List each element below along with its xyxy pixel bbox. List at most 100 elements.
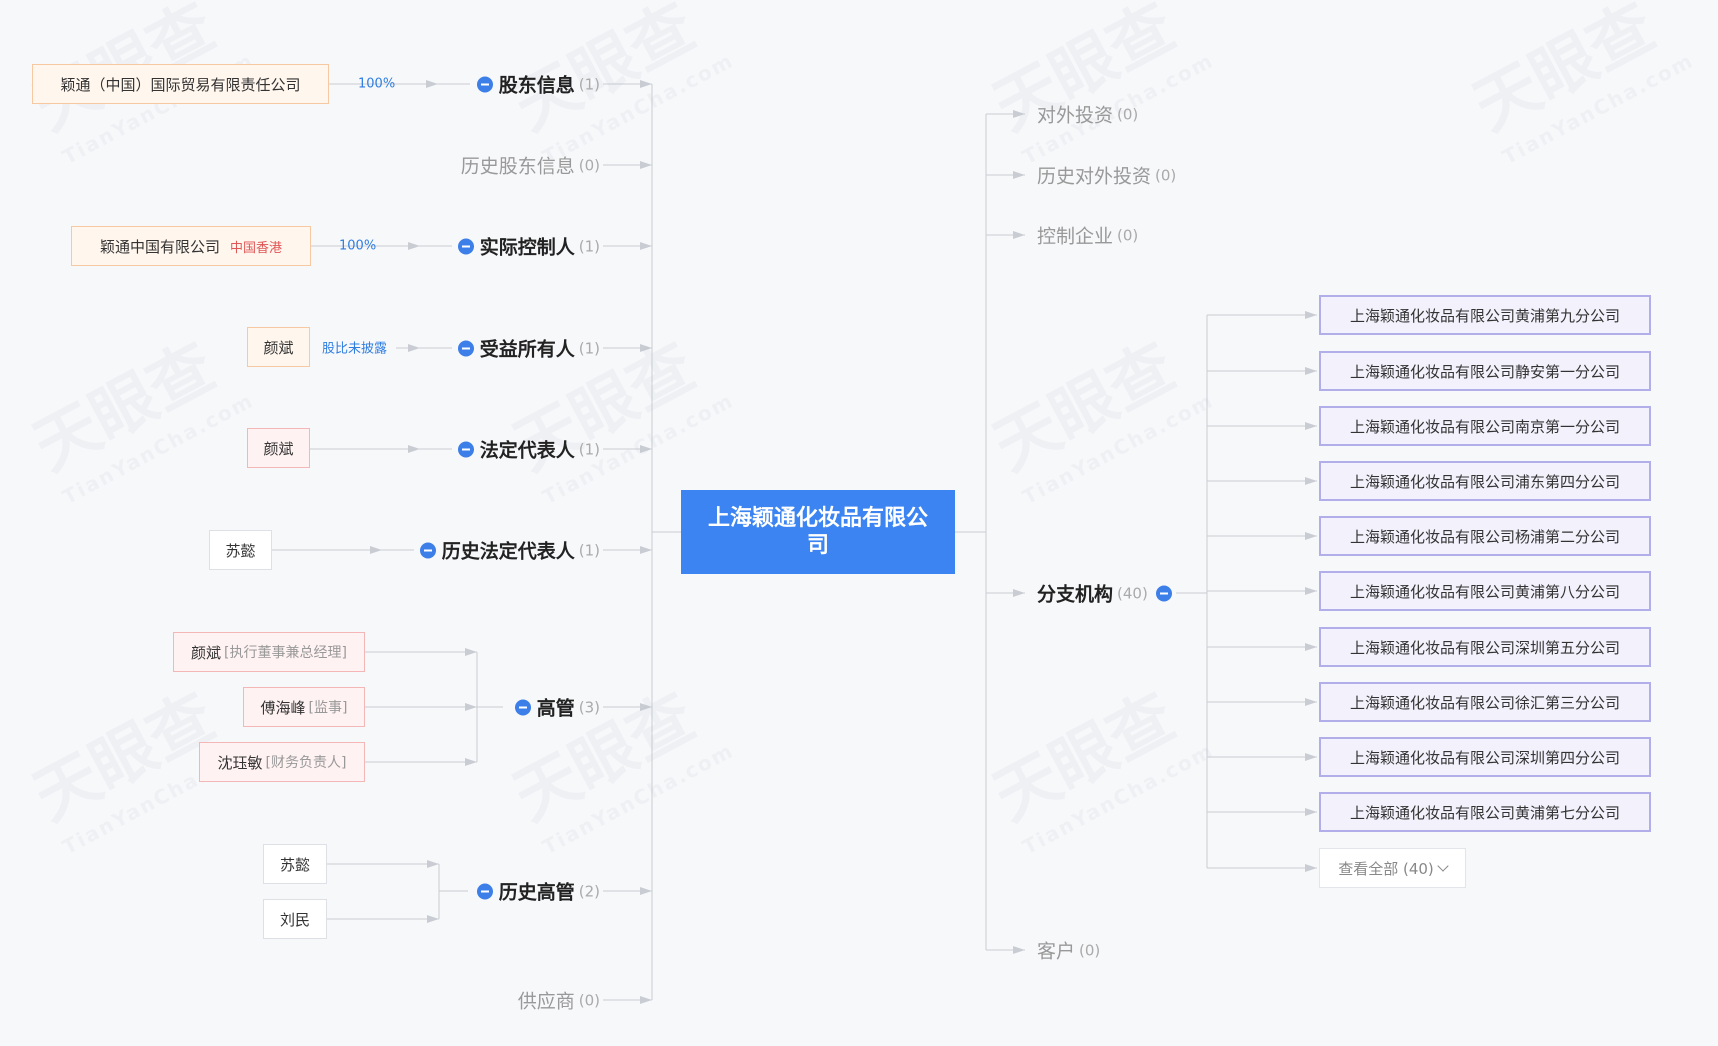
category-history-investments[interactable]: 历史对外投资 (0) bbox=[1037, 165, 1177, 188]
arrow-icon bbox=[426, 80, 438, 88]
arrow-icon bbox=[1305, 587, 1317, 595]
category-legal-rep[interactable]: 法定代表人 (1) bbox=[457, 436, 600, 463]
history-executive-node[interactable]: 刘民 bbox=[263, 899, 327, 939]
legal-rep-node[interactable]: 颜斌 bbox=[247, 428, 310, 468]
arrow-icon bbox=[640, 546, 652, 554]
collapse-icon[interactable] bbox=[514, 699, 531, 715]
collapse-icon[interactable] bbox=[457, 238, 474, 254]
branch-node[interactable]: 上海颖通化妆品有限公司深圳第四分公司 bbox=[1319, 737, 1651, 777]
executive-node[interactable]: 沈珏敏 [财务负责人] bbox=[199, 742, 365, 782]
branch-node[interactable]: 上海颖通化妆品有限公司深圳第五分公司 bbox=[1319, 627, 1651, 667]
collapse-icon[interactable] bbox=[476, 883, 493, 899]
view-all-branches-button[interactable]: 查看全部 (40) bbox=[1319, 848, 1466, 888]
executive-node[interactable]: 颜斌 [执行董事兼总经理] bbox=[173, 632, 365, 672]
controller-name: 颖通中国有限公司 bbox=[99, 237, 220, 256]
category-investments[interactable]: 对外投资 (0) bbox=[1037, 104, 1139, 127]
arrow-icon bbox=[1305, 477, 1317, 485]
category-beneficiary[interactable]: 受益所有人 (1) bbox=[457, 335, 600, 362]
executive-name: 傅海峰 bbox=[260, 698, 306, 717]
executive-role: [执行董事兼总经理] bbox=[224, 645, 347, 661]
arrow-icon bbox=[1305, 753, 1317, 761]
branch-node[interactable]: 上海颖通化妆品有限公司徐汇第三分公司 bbox=[1319, 682, 1651, 722]
executive-name: 颜斌 bbox=[191, 643, 222, 662]
branch-node[interactable]: 上海颖通化妆品有限公司静安第一分公司 bbox=[1319, 351, 1651, 391]
arrow-icon bbox=[640, 445, 652, 453]
arrow-icon bbox=[408, 445, 420, 453]
history-legal-rep-name: 苏懿 bbox=[225, 541, 256, 560]
arrow-icon bbox=[640, 344, 652, 352]
arrow-icon bbox=[1305, 532, 1317, 540]
category-history-executives[interactable]: 历史高管 (2) bbox=[476, 878, 600, 905]
category-controlled-companies[interactable]: 控制企业 (0) bbox=[1037, 225, 1139, 248]
arrow-icon bbox=[465, 648, 477, 656]
arrow-icon bbox=[640, 887, 652, 895]
arrow-icon bbox=[1013, 231, 1025, 239]
category-suppliers[interactable]: 供应商 (0) bbox=[517, 990, 600, 1013]
controller-ratio: 100% bbox=[339, 238, 377, 254]
collapse-icon[interactable] bbox=[457, 441, 474, 457]
history-executive-name: 刘民 bbox=[279, 910, 310, 929]
arrow-icon bbox=[465, 703, 477, 711]
arrow-icon bbox=[1305, 422, 1317, 430]
category-executives[interactable]: 高管 (3) bbox=[514, 694, 600, 721]
arrow-icon bbox=[427, 860, 439, 868]
shareholder-name: 颖通（中国）国际贸易有限责任公司 bbox=[60, 75, 301, 94]
branch-node[interactable]: 上海颖通化妆品有限公司黄浦第七分公司 bbox=[1319, 792, 1651, 832]
arrow-icon bbox=[1013, 171, 1025, 179]
region-tag: 中国香港 bbox=[230, 240, 283, 256]
arrow-icon bbox=[465, 758, 477, 766]
arrow-icon bbox=[640, 242, 652, 250]
executive-role: [财务负责人] bbox=[265, 755, 347, 771]
category-shareholders[interactable]: 股东信息 (1) bbox=[476, 71, 600, 98]
category-branches[interactable]: 分支机构 (40) bbox=[1037, 580, 1172, 607]
beneficiary-name: 颜斌 bbox=[263, 338, 294, 357]
arrow-icon bbox=[427, 915, 439, 923]
arrow-icon bbox=[370, 546, 382, 554]
branch-node[interactable]: 上海颖通化妆品有限公司黄浦第九分公司 bbox=[1319, 295, 1651, 335]
history-executive-name: 苏懿 bbox=[279, 855, 310, 874]
center-company-node[interactable]: 上海颖通化妆品有限公司 bbox=[681, 490, 955, 574]
arrow-icon bbox=[640, 996, 652, 1004]
arrow-icon bbox=[1305, 864, 1317, 872]
branch-node[interactable]: 上海颖通化妆品有限公司浦东第四分公司 bbox=[1319, 461, 1651, 501]
executive-node[interactable]: 傅海峰 [监事] bbox=[243, 687, 365, 727]
shareholder-node[interactable]: 颖通（中国）国际贸易有限责任公司 bbox=[32, 64, 329, 104]
collapse-icon[interactable] bbox=[419, 542, 436, 558]
category-customers[interactable]: 客户 (0) bbox=[1037, 940, 1101, 963]
beneficiary-ratio: 股比未披露 bbox=[322, 341, 388, 357]
controller-node[interactable]: 颖通中国有限公司 中国香港 bbox=[71, 226, 311, 266]
arrow-icon bbox=[640, 80, 652, 88]
arrow-icon bbox=[408, 344, 420, 352]
arrow-icon bbox=[408, 242, 420, 250]
executive-role: [监事] bbox=[308, 700, 348, 716]
arrow-icon bbox=[1305, 367, 1317, 375]
arrow-icon bbox=[1305, 698, 1317, 706]
arrow-icon bbox=[1013, 589, 1025, 597]
arrow-icon bbox=[1013, 946, 1025, 954]
category-controller[interactable]: 实际控制人 (1) bbox=[457, 233, 600, 260]
collapse-icon[interactable] bbox=[457, 340, 474, 356]
center-company-name: 上海颖通化妆品有限公司 bbox=[707, 506, 928, 558]
collapse-icon[interactable] bbox=[476, 76, 493, 92]
arrow-icon bbox=[640, 161, 652, 169]
category-history-legal-rep[interactable]: 历史法定代表人 (1) bbox=[419, 537, 600, 564]
branch-node[interactable]: 上海颖通化妆品有限公司南京第一分公司 bbox=[1319, 406, 1651, 446]
history-legal-rep-node[interactable]: 苏懿 bbox=[209, 530, 272, 570]
category-history-shareholders[interactable]: 历史股东信息 (0) bbox=[460, 155, 600, 178]
chevron-down-icon bbox=[1437, 859, 1449, 872]
shareholder-ratio: 100% bbox=[358, 76, 396, 92]
executive-name: 沈珏敏 bbox=[217, 753, 263, 772]
beneficiary-node[interactable]: 颜斌 bbox=[247, 327, 310, 367]
arrow-icon bbox=[640, 703, 652, 711]
collapse-icon[interactable] bbox=[1155, 585, 1172, 601]
history-executive-node[interactable]: 苏懿 bbox=[263, 844, 327, 884]
arrow-icon bbox=[1305, 808, 1317, 816]
arrow-icon bbox=[1305, 311, 1317, 319]
branch-node[interactable]: 上海颖通化妆品有限公司黄浦第八分公司 bbox=[1319, 571, 1651, 611]
legal-rep-name: 颜斌 bbox=[263, 439, 294, 458]
arrow-icon bbox=[1305, 643, 1317, 651]
arrow-icon bbox=[1013, 110, 1025, 118]
branch-node[interactable]: 上海颖通化妆品有限公司杨浦第二分公司 bbox=[1319, 516, 1651, 556]
